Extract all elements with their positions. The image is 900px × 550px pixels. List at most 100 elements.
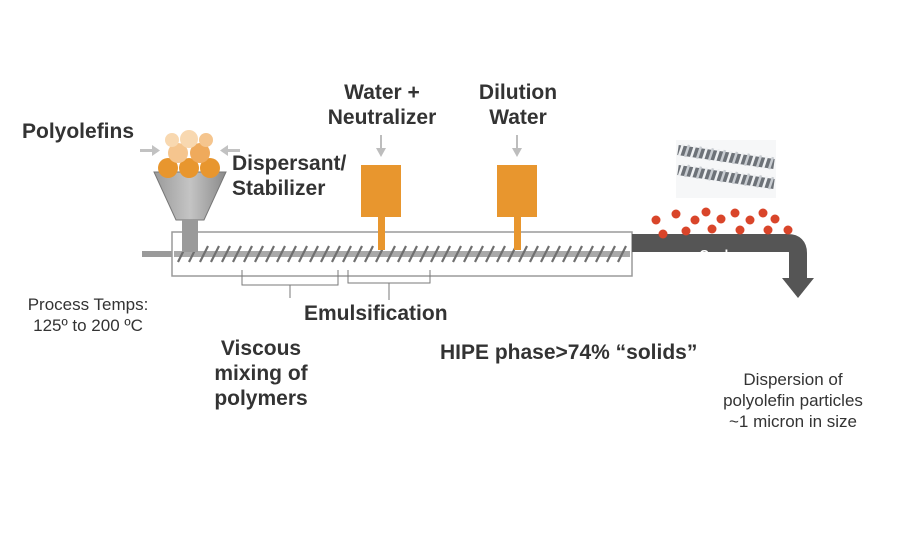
photo-screw-flight (767, 156, 775, 170)
process-temps-line2: 125º to 200 ºC (33, 316, 143, 335)
dispersion-label: Dispersion of polyolefin particles ~1 mi… (700, 369, 886, 432)
screw-flight (265, 245, 275, 263)
viscous-mixing-bracket (241, 270, 339, 298)
screw-flight (287, 245, 297, 263)
screw-flight (254, 245, 264, 263)
dispersion-line2: polyolefin particles (723, 391, 863, 410)
screw-flight (518, 245, 528, 263)
process-temps-line1: Process Temps: (27, 295, 149, 314)
screw-flight (551, 245, 561, 263)
photo-screw-flight (701, 147, 709, 160)
screw-flight (430, 245, 440, 263)
photo-screw-flight (695, 146, 703, 160)
dilution-water-label: Dilution Water (466, 80, 570, 130)
screw-flight (573, 245, 583, 263)
screw-flight (243, 245, 253, 263)
photo-screw-flight (713, 168, 721, 182)
feed-arrows (140, 145, 240, 156)
dispersant-stabilizer-label: Dispersant/ Stabilizer (232, 151, 346, 201)
water-neutralizer-label: Water + Neutralizer (318, 80, 446, 130)
viscous-line3: polymers (214, 387, 308, 410)
screw-flight (474, 245, 484, 263)
photo-screw-flight (701, 167, 709, 180)
screw-flight (397, 245, 407, 263)
screw-flight (463, 245, 473, 263)
screw-flight (595, 245, 605, 263)
photo-screw-flight (749, 154, 757, 167)
dispersion-line1: Dispersion of (743, 370, 843, 389)
photo-screw-flight (719, 169, 727, 183)
dispersion-particles-icon (651, 207, 793, 239)
hipe-phase-label: HIPE phase>74% “solids” (440, 341, 698, 364)
screw-flight (210, 245, 220, 263)
screw-flight (199, 245, 209, 263)
screw-flight (408, 245, 418, 263)
viscous-line1: Viscous (220, 337, 302, 360)
photo-screw-flight (689, 165, 697, 179)
screw-flight (298, 245, 308, 263)
screw-flight (276, 245, 286, 263)
viscous-mixing-label: Viscous mixing of polymers (200, 336, 322, 411)
photo-screw-flight (683, 144, 691, 158)
screw-flight (485, 245, 495, 263)
polyolefin-pellets-icon (158, 130, 220, 178)
process-temps-label: Process Temps: 125º to 200 ºC (10, 294, 166, 336)
photo-screw-flight (737, 152, 745, 166)
screw-flight (309, 245, 319, 263)
viscous-line2: mixing of (214, 362, 308, 385)
photo-screw-flight (761, 175, 769, 189)
photo-screw-flight (725, 150, 733, 164)
screw-flight (320, 245, 330, 263)
screw-flight (606, 245, 616, 263)
photo-screw-flight (677, 143, 685, 157)
screw-flight (221, 245, 231, 263)
photo-screw-flight (755, 174, 763, 188)
dispersant-line2: Stabilizer (232, 177, 326, 200)
cooler-label: Cooler (699, 247, 740, 262)
screw-flight (540, 245, 550, 263)
photo-screw-flight (683, 164, 691, 178)
dilution-line1: Dilution (478, 81, 558, 104)
water-line1: Water + (344, 81, 420, 104)
photo-screw-flight (695, 166, 703, 180)
photo-screw-flight (725, 170, 733, 184)
screw-flight (496, 245, 506, 263)
screw-flight (364, 245, 374, 263)
screw-flight (386, 245, 396, 263)
photo-screw-flight (689, 145, 697, 159)
dispersion-line3: ~1 micron in size (728, 412, 858, 431)
shaft (142, 251, 174, 257)
dilution-line2: Water (489, 106, 547, 129)
polyolefins-label: Polyolefins (22, 120, 135, 143)
photo-screw-flight (749, 174, 757, 187)
photo-screw-flight (713, 148, 721, 162)
screw-flight (529, 245, 539, 263)
screw-flight (232, 245, 242, 263)
water-neutralizer-injector-icon (361, 135, 401, 250)
photo-screw-flight (737, 172, 745, 186)
photo-screw-flight (707, 147, 715, 161)
emulsification-label: Emulsification (304, 302, 448, 325)
screw-flight (342, 245, 352, 263)
screw-flight (353, 245, 363, 263)
screw-photo-icon (676, 140, 776, 198)
screw-flight (452, 245, 462, 263)
photo-screw-flight (767, 176, 775, 190)
extruder-screw-icon (174, 245, 630, 263)
photo-screw-flight (719, 149, 727, 163)
dilution-water-injector-icon (497, 135, 537, 250)
photo-screw-flight (677, 163, 685, 177)
photo-screw-flight (707, 167, 715, 181)
photo-screw-flight (743, 173, 751, 187)
photo-screw-flight (761, 155, 769, 169)
photo-screw-flight (731, 171, 739, 185)
photo-screw-flight (755, 154, 763, 168)
screw-flight (331, 245, 341, 263)
screw-flight (419, 245, 429, 263)
emulsification-bracket (347, 270, 431, 300)
water-line2: Neutralizer (327, 106, 437, 129)
screw-flight (617, 245, 627, 263)
photo-screw-flight (731, 151, 739, 165)
photo-screw-flight (743, 153, 751, 167)
